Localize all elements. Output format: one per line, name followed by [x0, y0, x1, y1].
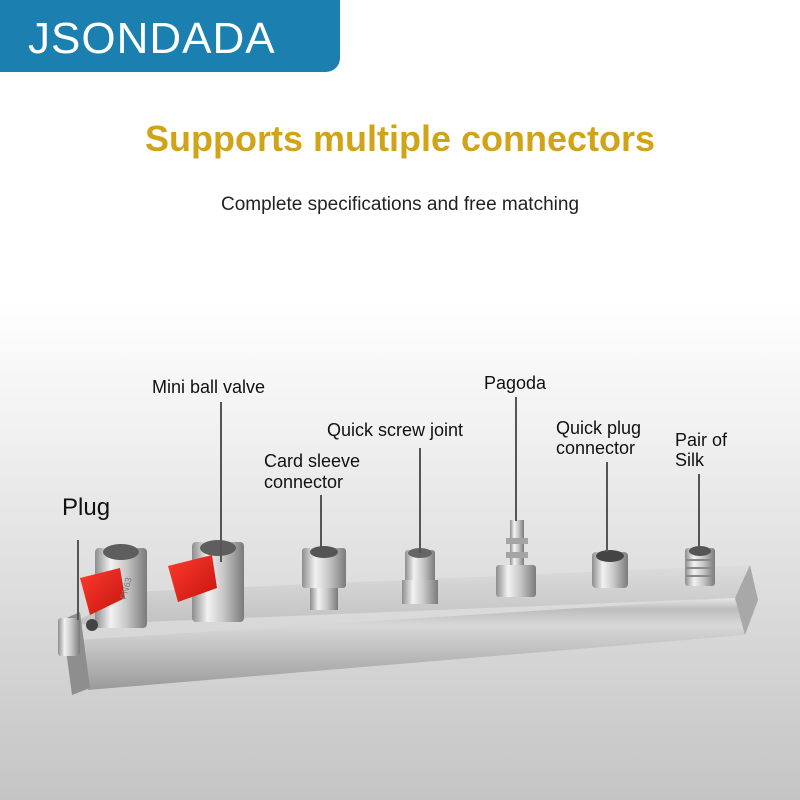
leader-quick-screw-joint: [419, 448, 421, 553]
brand-banner: JSONDADA: [0, 0, 340, 72]
label-pair-of-silk-1: Pair of: [675, 430, 728, 450]
quick-plug-connector: [592, 550, 628, 588]
plug-fitting: [58, 618, 80, 656]
label-pagoda: Pagoda: [484, 373, 547, 393]
label-pair-of-silk-2: Silk: [675, 450, 705, 470]
label-quick-plug-1: Quick plug: [556, 418, 642, 438]
leader-pagoda: [515, 397, 517, 521]
label-card-sleeve-2: connector: [264, 472, 344, 492]
ball-valve-2: [168, 540, 244, 622]
label-card-sleeve-1: Card sleeve: [264, 451, 361, 471]
ball-valve-1: [80, 544, 147, 631]
leader-plug: [77, 540, 79, 620]
card-sleeve-connector: [302, 546, 346, 610]
leader-quick-plug: [606, 462, 608, 552]
leader-pair-of-silk: [698, 474, 700, 548]
quick-screw-joint: [402, 548, 438, 604]
label-quick-plug-2: connector: [556, 438, 636, 458]
pagoda-fitting: [496, 520, 536, 597]
headline: Supports multiple connectors: [144, 118, 656, 159]
label-quick-screw-joint: Quick screw joint: [327, 420, 464, 440]
label-plug: Plug: [62, 494, 111, 521]
label-mini-ball-valve: Mini ball valve: [152, 377, 266, 397]
brand-name: JSONDADA: [28, 14, 276, 63]
leader-card-sleeve: [320, 495, 322, 550]
subheadline: Complete specifications and free matchin…: [220, 194, 580, 215]
leader-mini-ball-valve: [220, 402, 222, 562]
pair-of-silk-fitting: [685, 546, 715, 586]
